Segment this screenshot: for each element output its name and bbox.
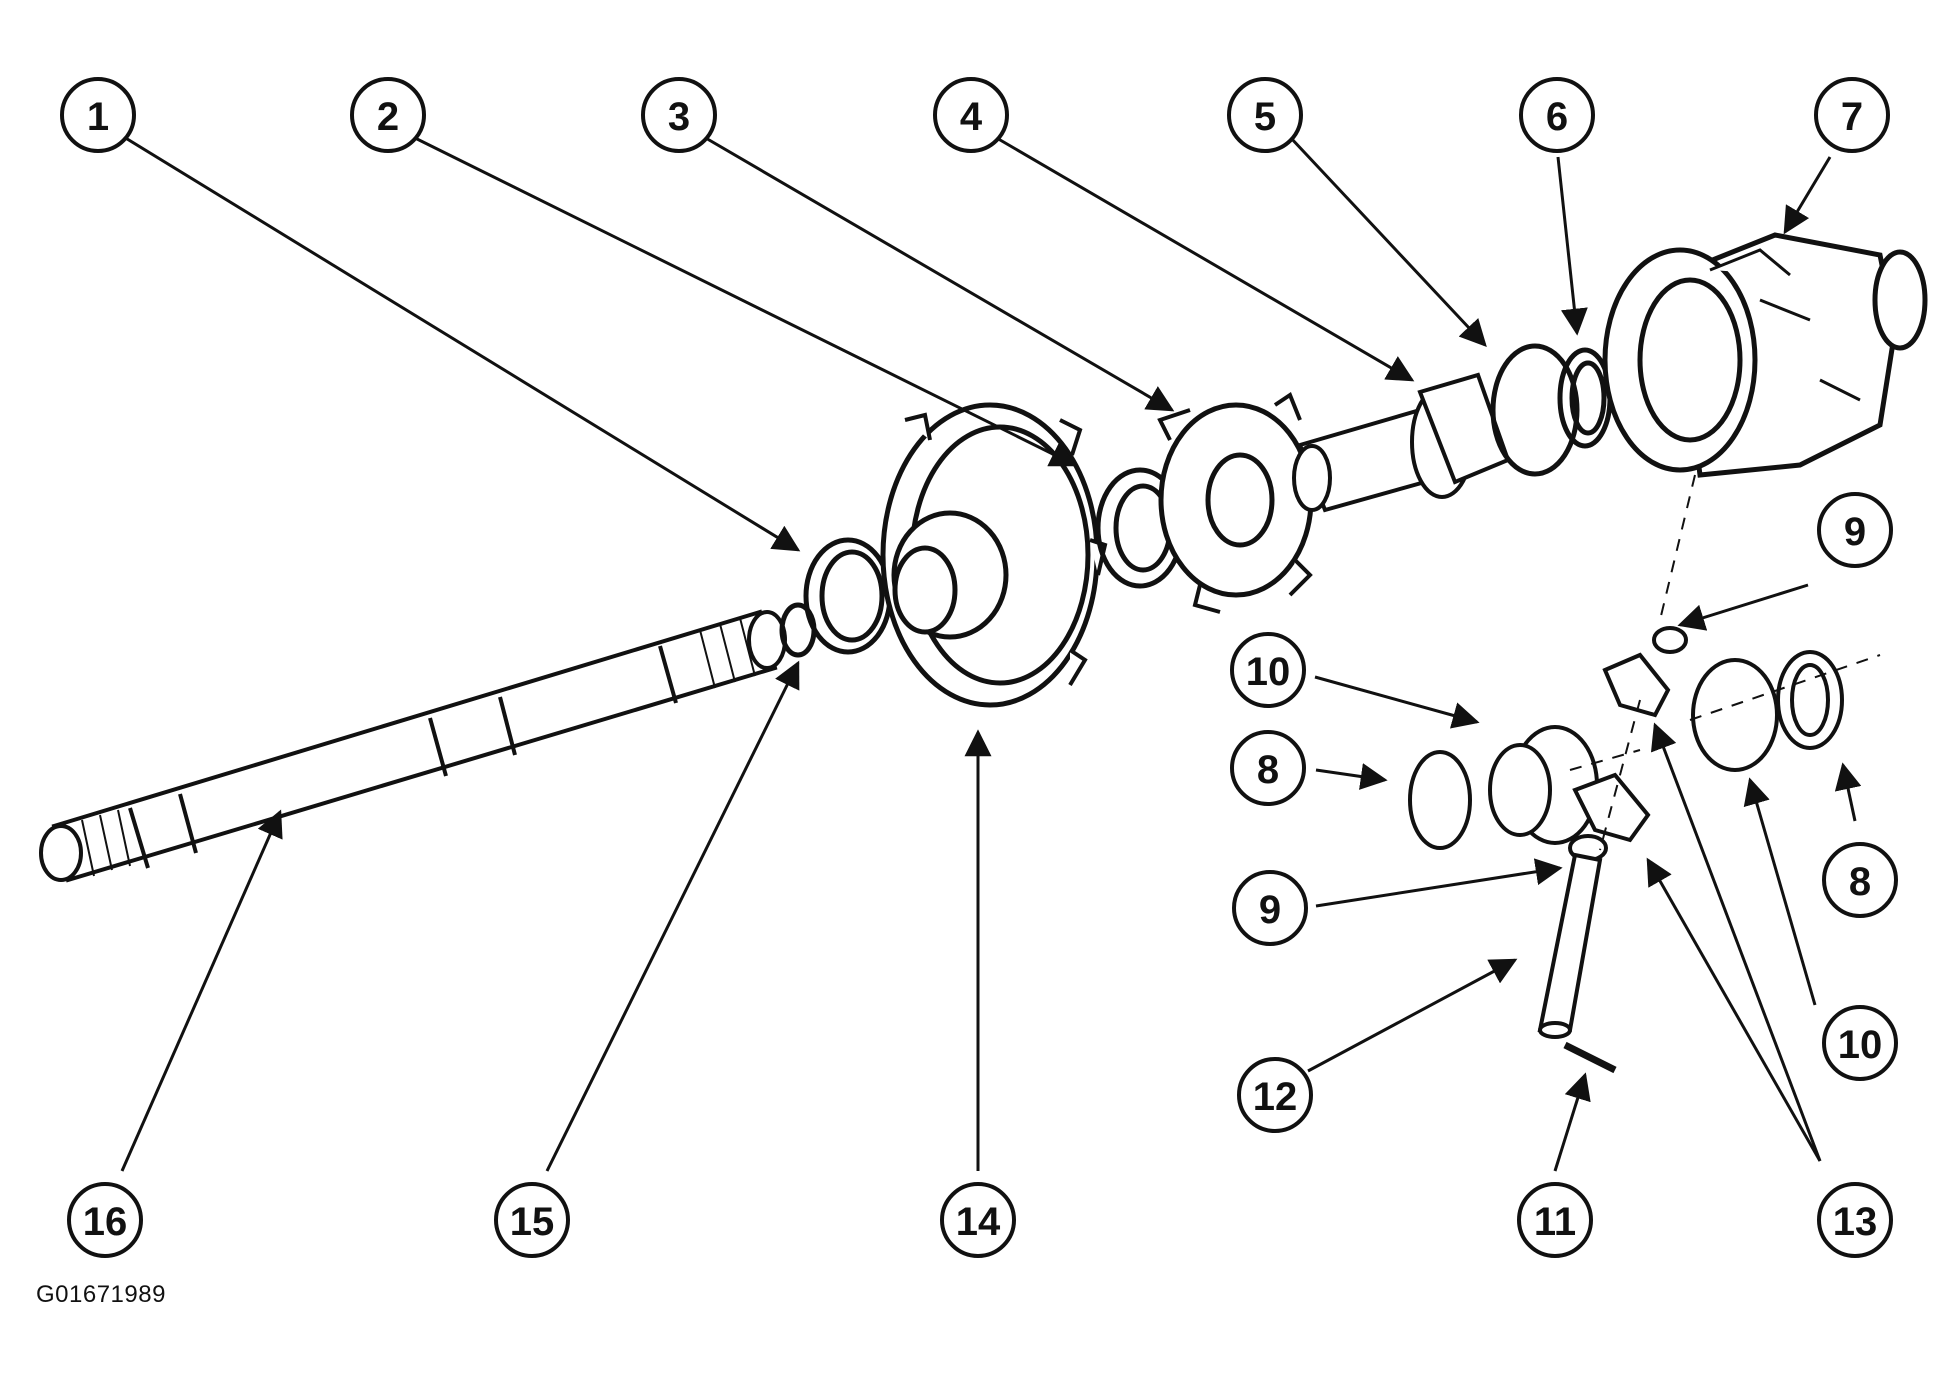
callout-10-right: 10 — [1822, 1005, 1898, 1081]
dashed-axis-lines — [1569, 474, 1881, 851]
callout-8-right: 8 — [1822, 842, 1898, 918]
bearing-race — [1557, 347, 1613, 449]
callout-number: 9 — [1844, 510, 1866, 554]
callout-8-left: 8 — [1230, 730, 1306, 806]
callout-number: 10 — [1246, 650, 1291, 694]
callout-5: 5 — [1227, 77, 1303, 153]
callout-13: 13 — [1817, 1182, 1893, 1258]
output-shaft — [39, 609, 787, 883]
callout-7: 7 — [1814, 77, 1890, 153]
final-drive-ring-gear — [880, 402, 1108, 708]
callout-number: 12 — [1253, 1075, 1298, 1119]
callout-9-upper: 9 — [1817, 492, 1893, 568]
callout-number: 15 — [510, 1200, 555, 1244]
callout-number: 3 — [668, 95, 690, 139]
callout-number: 8 — [1257, 748, 1279, 792]
callout-number: 5 — [1254, 95, 1276, 139]
output-shaft-hub — [1292, 372, 1511, 513]
callout-number: 4 — [960, 95, 983, 139]
differential-case — [1602, 232, 1928, 478]
callout-number: 7 — [1841, 95, 1863, 139]
snap-ring-large — [1490, 343, 1580, 477]
callout-number: 14 — [956, 1200, 1001, 1244]
callout-2: 2 — [350, 77, 426, 153]
thrust-washer — [803, 537, 893, 655]
callout-4: 4 — [933, 77, 1009, 153]
callout-3: 3 — [641, 77, 717, 153]
callout-number: 16 — [83, 1200, 128, 1244]
sun-gear — [1157, 391, 1328, 614]
callout-number: 10 — [1838, 1023, 1883, 1067]
figure-id: G01671989 — [36, 1281, 166, 1308]
callout-number: 11 — [1534, 1200, 1576, 1244]
callout-number: 13 — [1833, 1200, 1878, 1244]
callout-number: 6 — [1546, 95, 1568, 139]
callout-15: 15 — [494, 1182, 570, 1258]
callout-16: 16 — [67, 1182, 143, 1258]
callout-number: 1 — [87, 95, 109, 139]
callout-14: 14 — [940, 1182, 1016, 1258]
callout-10-left: 10 — [1230, 632, 1306, 708]
callout-12: 12 — [1237, 1057, 1313, 1133]
differential-gears — [1408, 626, 1844, 1074]
callout-11: 11 — [1517, 1182, 1593, 1258]
callout-number: 2 — [377, 95, 399, 139]
callout-number: 8 — [1849, 860, 1871, 904]
callout-number: 9 — [1259, 888, 1281, 932]
callout-6: 6 — [1519, 77, 1595, 153]
callout-1: 1 — [60, 77, 136, 153]
callout-9-lower: 9 — [1232, 870, 1308, 946]
leader-lines — [120, 135, 1862, 1172]
